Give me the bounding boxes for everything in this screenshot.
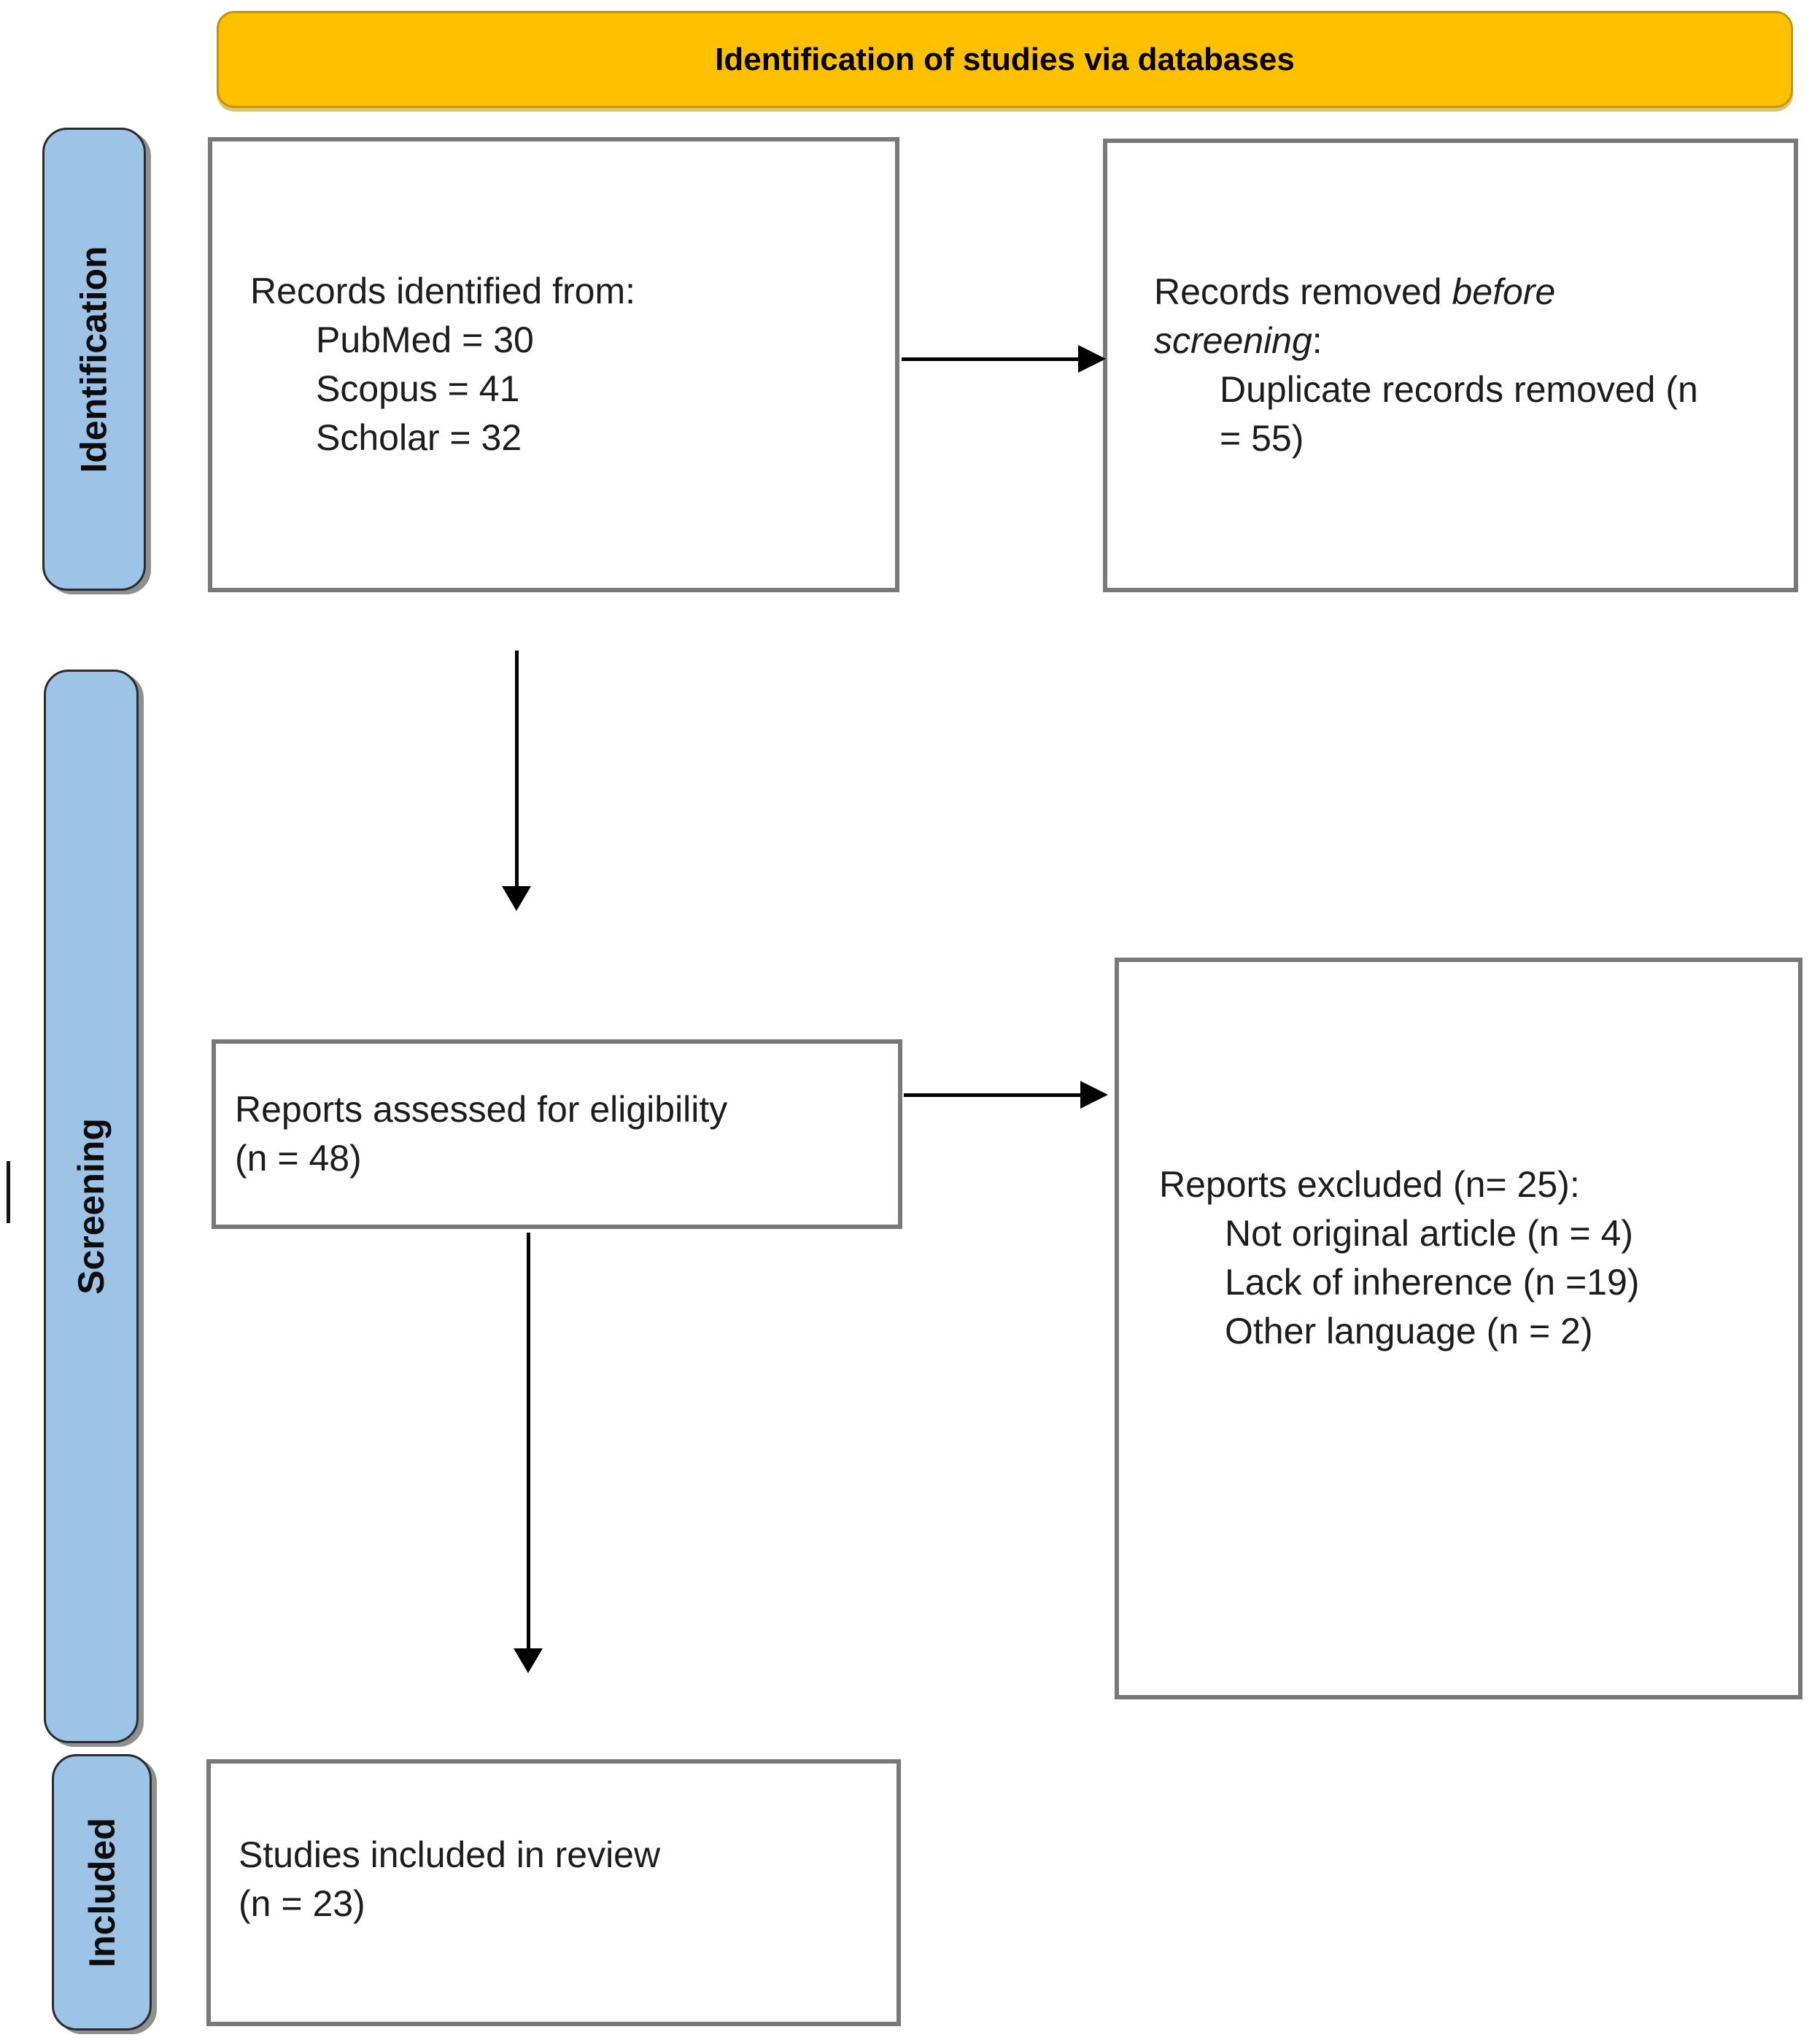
records-removed-duplicates-count: = 55) — [1220, 418, 1304, 459]
flow-box-reports-assessed: Reports assessed for eligibility (n = 48… — [212, 1039, 902, 1229]
arrow-line — [527, 1233, 530, 1650]
header-title: Identification of studies via databases — [715, 41, 1295, 77]
stage-label-included: Included — [52, 1754, 152, 2031]
records-identified-scholar: Scholar = 32 — [316, 417, 522, 458]
records-removed-line1: Records removed before — [1154, 271, 1556, 312]
records-identified-intro: Records identified from: — [250, 271, 636, 311]
records-identified-scopus: Scopus = 41 — [316, 368, 520, 409]
stage-label-included-text: Included — [81, 1817, 123, 1968]
arrowhead-down-icon — [502, 886, 531, 911]
arrowhead-right-icon — [1080, 1081, 1108, 1109]
stage-label-identification: Identification — [42, 128, 146, 591]
flow-box-records-identified: Records identified from: PubMed = 30 Sco… — [208, 137, 899, 592]
reports-excluded-intro: Reports excluded (n= 25): — [1159, 1164, 1580, 1205]
reports-assessed-count: (n = 48) — [235, 1138, 362, 1179]
arrow-line — [904, 1093, 1082, 1097]
records-identified-pubmed: PubMed = 30 — [316, 319, 534, 360]
reports-excluded-other-language: Other language (n = 2) — [1225, 1311, 1593, 1351]
arrow-line — [902, 357, 1080, 361]
studies-included-count: (n = 23) — [239, 1883, 365, 1924]
studies-included-line1: Studies included in review — [239, 1834, 661, 1875]
flow-box-studies-included: Studies included in review (n = 23) — [206, 1759, 901, 2026]
flow-box-records-removed: Records removed before screening: Duplic… — [1103, 139, 1798, 592]
arrow-line — [515, 651, 519, 888]
reports-excluded-not-original: Not original article (n = 4) — [1225, 1213, 1633, 1254]
reports-excluded-lack-inherence: Lack of inherence (n =19) — [1225, 1262, 1640, 1303]
stage-label-screening-text: Screening — [71, 1118, 112, 1295]
records-removed-duplicates: Duplicate records removed (n — [1220, 369, 1698, 410]
arrowhead-right-icon — [1078, 345, 1106, 373]
reports-assessed-line1: Reports assessed for eligibility — [235, 1089, 728, 1130]
arrowhead-down-icon — [514, 1648, 543, 1673]
records-removed-line2: screening: — [1154, 320, 1323, 361]
header-banner: Identification of studies via databases — [217, 11, 1793, 108]
stage-label-screening: Screening — [44, 670, 139, 1743]
stage-label-identification-text: Identification — [74, 245, 115, 473]
stray-tick-mark — [7, 1161, 10, 1223]
flow-box-reports-excluded: Reports excluded (n= 25): Not original a… — [1115, 958, 1802, 1699]
